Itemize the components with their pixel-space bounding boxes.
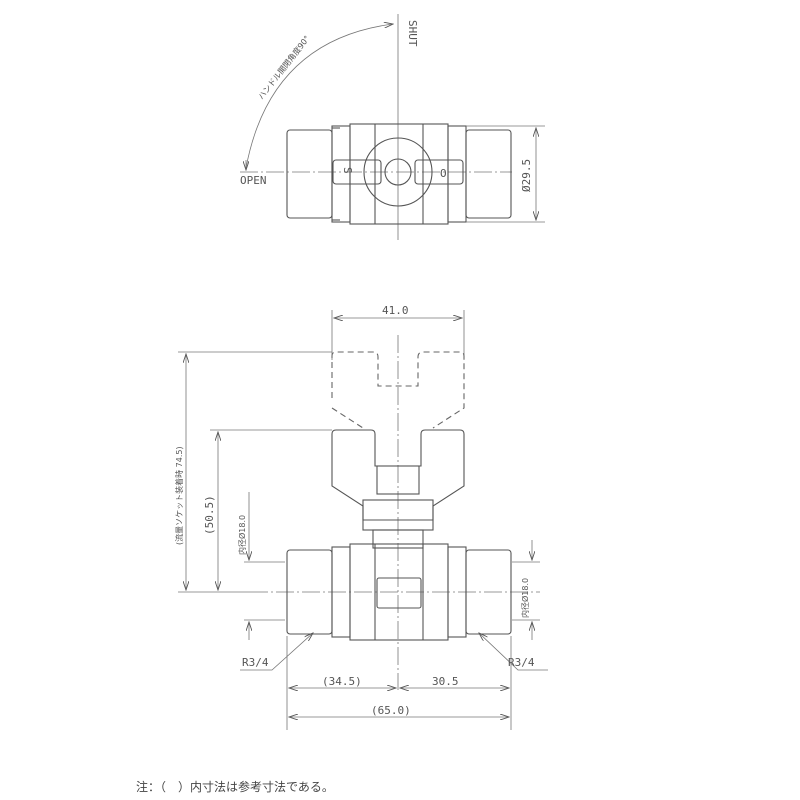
thread-right-label: R3/4 (508, 656, 535, 669)
open-label: OPEN (240, 174, 267, 187)
shut-label: SHUT (406, 20, 419, 47)
front-view: 41.0 (流量ソケット装着時 74.5) (50.5) (174, 304, 548, 730)
handle-mark-o: O (440, 167, 447, 180)
length-left-label: (34.5) (322, 675, 362, 688)
height-with-socket-label: (流量ソケット装着時 74.5) (174, 446, 184, 545)
handle-angle-label: ハンドル開閉角度90° (256, 33, 312, 101)
total-length-label: (65.0) (371, 704, 411, 717)
length-right-label: 30.5 (432, 675, 459, 688)
top-view: S O SHUT OPEN ハンドル開閉角度90° Ø29.5 (240, 14, 545, 240)
handle-mark-s: S (341, 167, 354, 174)
reference-dimension-note: 注：（ ）内寸法は参考寸法である。 (136, 780, 334, 794)
diameter-label: Ø29.5 (520, 159, 533, 192)
inner-diameter-right-label: 内径Ø18.0 (520, 578, 530, 618)
inner-diameter-left-label: 内径Ø18.0 (237, 515, 247, 555)
thread-left-label: R3/4 (242, 656, 269, 669)
handle-width-label: 41.0 (382, 304, 409, 317)
height-label: (50.5) (203, 495, 216, 535)
